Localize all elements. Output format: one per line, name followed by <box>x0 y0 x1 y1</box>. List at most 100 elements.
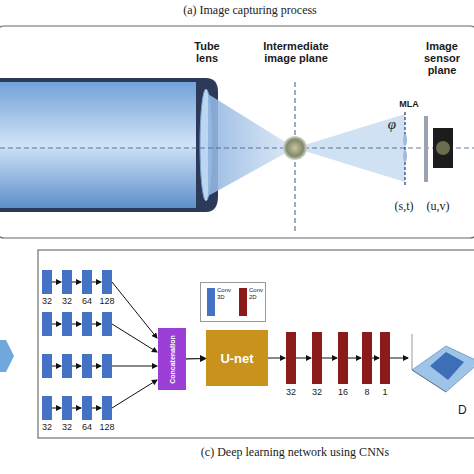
arrow <box>348 358 361 359</box>
arrow <box>92 408 101 409</box>
arrow <box>52 408 61 409</box>
conv2d-bar <box>380 332 390 384</box>
flow-arrow <box>0 340 14 372</box>
conv3d-bar <box>42 312 52 336</box>
objective-tube <box>0 80 210 210</box>
arrow <box>52 282 61 283</box>
panel-caption: (a) Image capturing process <box>130 4 370 17</box>
part-label: Image sensor plane <box>410 40 474 76</box>
legend-text: Conv 3D <box>217 287 231 300</box>
panel-frame <box>38 250 474 438</box>
node-text: U-net <box>220 351 253 366</box>
unet-box: U-net <box>206 330 268 386</box>
microlens <box>403 134 407 146</box>
conv2d-bar <box>312 332 322 384</box>
axis-label: D <box>458 404 474 417</box>
conv3d-bar <box>102 312 112 336</box>
intermediate-image <box>283 136 307 160</box>
channel-count: 64 <box>77 423 97 433</box>
sensor-image <box>433 128 453 168</box>
channel-count: 128 <box>95 297 119 307</box>
sensor-image-detail <box>436 141 450 155</box>
conv3d-bar <box>82 312 92 336</box>
arrow <box>112 282 157 338</box>
conv3d-bar <box>42 396 52 420</box>
part-label: Intermediate image plane <box>250 40 342 64</box>
channel-count: 1 <box>375 388 395 398</box>
legend-box: Conv 3D Conv 2D <box>200 282 266 322</box>
arrow <box>372 358 379 359</box>
conv3d-stack <box>42 270 112 420</box>
tube-edge <box>0 78 200 82</box>
legend-swatch <box>207 288 215 316</box>
plot-axis <box>412 334 413 370</box>
arrow <box>92 282 101 283</box>
arrow <box>52 324 61 325</box>
arrow <box>268 358 285 359</box>
light-cone <box>208 94 295 196</box>
channel-count: 128 <box>95 423 119 433</box>
depth-plot <box>412 334 474 392</box>
arrow <box>112 366 157 367</box>
node-text: Concatenation <box>169 335 176 384</box>
arrow <box>390 358 408 359</box>
legend-swatch <box>239 288 247 316</box>
conv3d-bar <box>82 270 92 294</box>
arrow <box>296 358 311 359</box>
conv3d-bar <box>102 396 112 420</box>
conv2d-bar <box>286 332 296 384</box>
channel-count: 64 <box>77 297 97 307</box>
panel-caption: (c) Deep learning network using CNNs <box>150 446 440 459</box>
conv3d-bar <box>62 396 72 420</box>
conv3d-bar <box>102 270 112 294</box>
connector-arrow <box>186 358 206 360</box>
conv3d-bar <box>102 354 112 378</box>
arrow <box>322 358 337 359</box>
concat-box: Concatenation <box>158 328 186 390</box>
optical-axis <box>0 148 474 149</box>
channel-count: 32 <box>281 388 301 398</box>
tube-edge <box>0 208 200 212</box>
microlens <box>403 150 407 162</box>
arrow <box>72 366 81 367</box>
sensor-plate <box>424 116 428 182</box>
conv3d-bar <box>82 354 92 378</box>
surface-peak <box>430 352 464 380</box>
channel-count: 32 <box>37 297 57 307</box>
arrow <box>112 324 157 352</box>
conv3d-bar <box>62 354 72 378</box>
coordinate-label: (u,v) <box>420 200 456 213</box>
arrow <box>72 324 81 325</box>
arrow <box>92 324 101 325</box>
microlens-array <box>404 112 405 186</box>
angle-symbol: φ <box>384 116 400 133</box>
bar-arrows <box>52 282 408 408</box>
channel-count: 16 <box>333 388 353 398</box>
conv2d-bar <box>362 332 372 384</box>
conv3d-bar <box>62 270 72 294</box>
part-label: Tube lens <box>182 40 232 64</box>
channel-count: 32 <box>57 423 77 433</box>
plot-axis <box>412 370 446 392</box>
conv3d-bar <box>82 396 92 420</box>
conv3d-bar <box>42 270 52 294</box>
arrow <box>72 408 81 409</box>
channel-count: 32 <box>307 388 327 398</box>
arrow <box>112 380 157 408</box>
arrow <box>52 366 61 367</box>
conv3d-bar <box>42 354 52 378</box>
conv2d-bar <box>338 332 348 384</box>
part-label: MLA <box>394 100 424 110</box>
arrow <box>72 282 81 283</box>
conv2d-stack <box>286 332 390 384</box>
conv3d-bar <box>62 312 72 336</box>
arrow <box>92 366 101 367</box>
coordinate-label: (s,t) <box>386 200 422 213</box>
channel-count: 8 <box>357 388 377 398</box>
channel-count: 32 <box>37 423 57 433</box>
legend-text: Conv 2D <box>249 287 263 300</box>
surface-plot <box>412 346 474 392</box>
